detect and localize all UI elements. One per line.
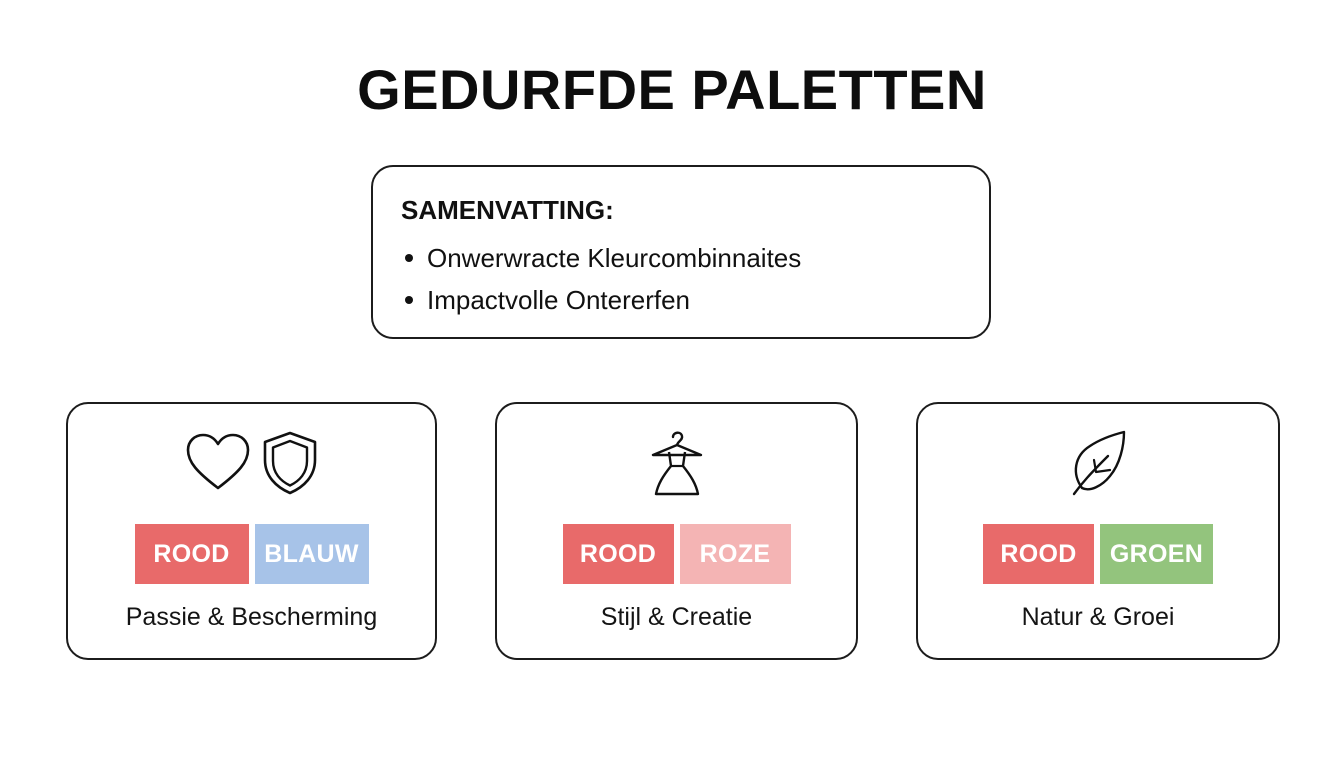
summary-item-text: Onwerwracte Kleurcombinnaites <box>427 243 802 273</box>
heart-icon <box>185 432 251 499</box>
palette-card-passion: ROOD BLAUW Passie & Bescherming <box>66 402 437 660</box>
card-icons <box>68 430 435 500</box>
swatch-rood: ROOD <box>983 524 1094 584</box>
swatch-rood: ROOD <box>562 524 674 584</box>
swatch-roze: ROZE <box>679 524 791 584</box>
summary-box: SAMENVATTING: Onwerwracte Kleurcombinnai… <box>371 165 991 339</box>
swatch-label: GROEN <box>1109 539 1204 568</box>
summary-list: Onwerwracte Kleurcombinnaites Impactvoll… <box>401 237 961 321</box>
palette-card-nature: ROOD GROEN Natur & Groei <box>916 402 1280 660</box>
shield-icon <box>261 430 319 501</box>
card-caption: Stijl & Creatie <box>600 603 753 631</box>
dress-on-hanger-icon <box>649 428 705 503</box>
swatch-label: ROOD <box>153 539 230 568</box>
card-icons <box>497 430 856 500</box>
color-swatches: ROOD ROZE <box>497 524 856 584</box>
swatch-blauw: BLAUW <box>254 524 369 584</box>
swatch-label: ROZE <box>699 539 771 568</box>
summary-item: Onwerwracte Kleurcombinnaites <box>401 237 961 279</box>
summary-item-text: Impactvolle Ontererfen <box>427 285 691 315</box>
palette-card-style: ROOD ROZE Stijl & Creatie <box>495 402 858 660</box>
swatch-groen: GROEN <box>1100 524 1213 584</box>
bullet-icon <box>405 254 413 262</box>
leaf-icon <box>1068 428 1128 503</box>
card-icons <box>918 430 1278 500</box>
summary-heading: SAMENVATTING: <box>401 195 614 225</box>
bullet-icon <box>405 296 413 304</box>
swatch-label: BLAUW <box>264 539 359 568</box>
swatch-rood: ROOD <box>134 524 249 584</box>
swatch-label: ROOD <box>579 539 657 568</box>
card-caption: Natur & Groei <box>1021 603 1175 631</box>
color-swatches: ROOD GROEN <box>918 524 1278 584</box>
page-title: GEDURFDE PALETTEN <box>357 58 987 121</box>
card-caption: Passie & Bescherming <box>125 603 378 631</box>
swatch-label: ROOD <box>1000 539 1077 568</box>
color-swatches: ROOD BLAUW <box>68 524 435 584</box>
summary-item: Impactvolle Ontererfen <box>401 279 961 321</box>
